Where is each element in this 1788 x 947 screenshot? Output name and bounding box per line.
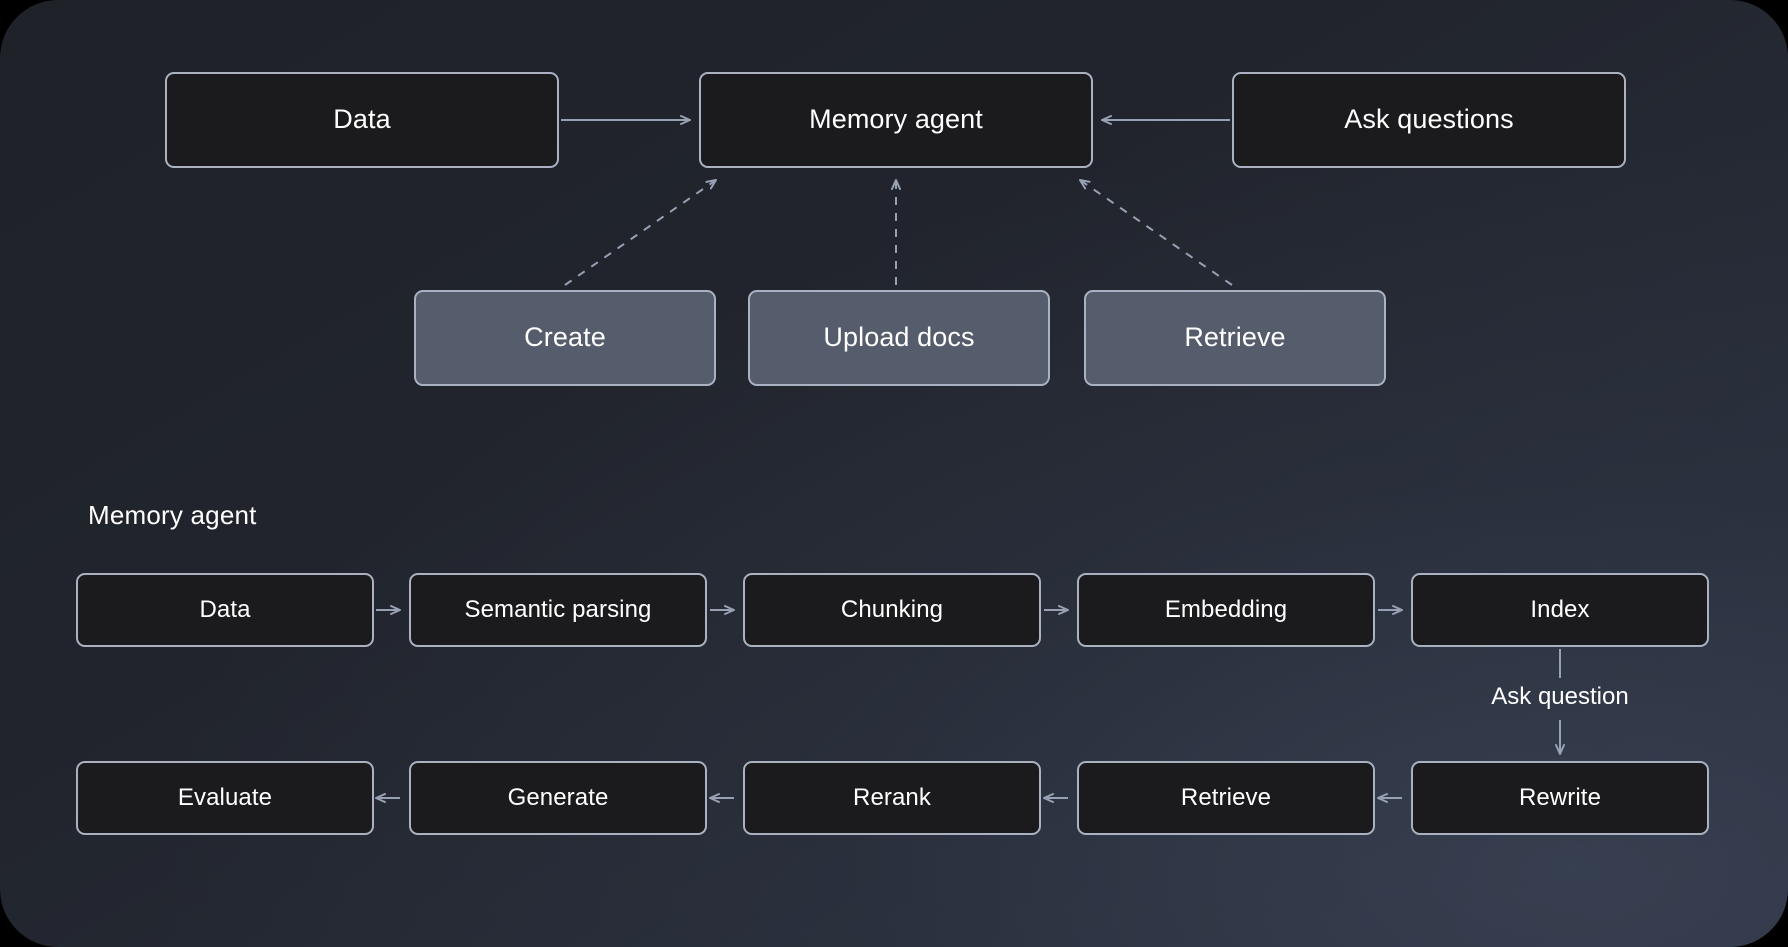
pipeline-section-label: Memory agent (88, 500, 257, 530)
node-memory-agent[interactable]: Memory agent (699, 72, 1093, 168)
pipeline-node-rerank[interactable]: Rerank (743, 761, 1041, 835)
node-create[interactable]: Create (414, 290, 716, 386)
connector-retrieve-to-memory-agent (1079, 179, 1233, 286)
node-ask-questions[interactable]: Ask questions (1232, 72, 1626, 168)
pipeline-node-index[interactable]: Index (1411, 573, 1709, 647)
node-data-top[interactable]: Data (165, 72, 559, 168)
node-retrieve-capability[interactable]: Retrieve (1084, 290, 1386, 386)
pipeline-node-evaluate[interactable]: Evaluate (76, 761, 374, 835)
pipeline-node-generate[interactable]: Generate (409, 761, 707, 835)
pipeline-node-retrieve[interactable]: Retrieve (1077, 761, 1375, 835)
pipeline-node-rewrite[interactable]: Rewrite (1411, 761, 1709, 835)
pipeline-node-embedding[interactable]: Embedding (1077, 573, 1375, 647)
node-upload-docs[interactable]: Upload docs (748, 290, 1050, 386)
pipeline-node-chunking[interactable]: Chunking (743, 573, 1041, 647)
pipeline-node-data[interactable]: Data (76, 573, 374, 647)
connector-create-to-memory-agent (564, 179, 717, 286)
ask-question-label: Ask question (1491, 683, 1629, 710)
pipeline-node-semantic-parsing[interactable]: Semantic parsing (409, 573, 707, 647)
